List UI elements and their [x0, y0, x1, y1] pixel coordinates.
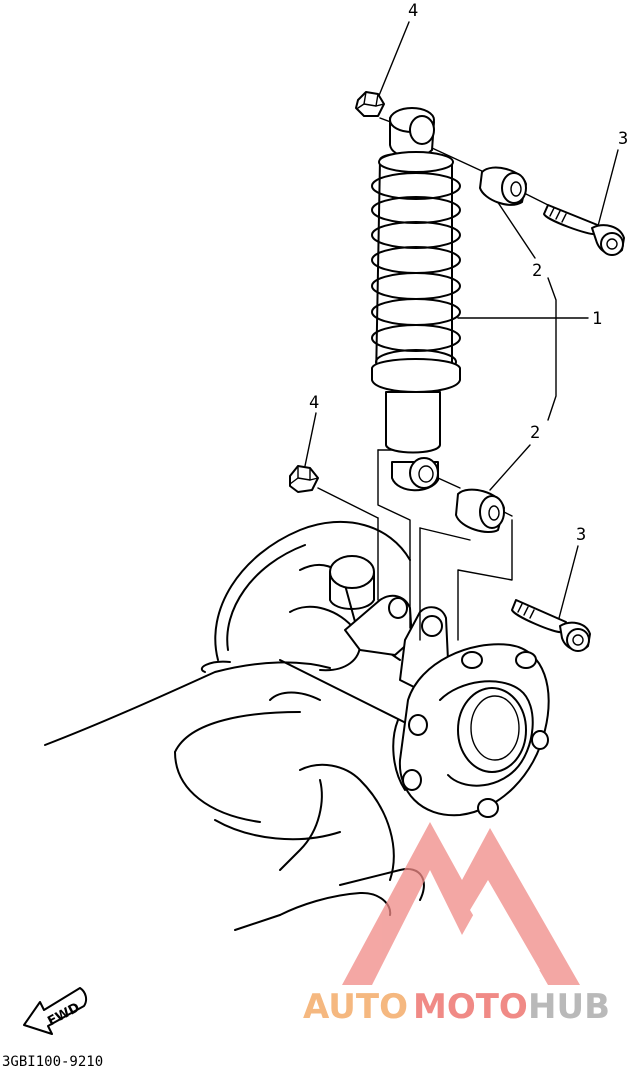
axle-housing [44, 521, 425, 931]
bolt-upper [543, 204, 625, 256]
nut-lower [289, 465, 319, 493]
mount-cylinder [329, 555, 375, 589]
bushing-upper [479, 166, 527, 206]
nut-upper [355, 91, 385, 117]
watermark-text-hub: HUB [528, 987, 610, 1027]
wheel-hub [392, 643, 550, 818]
callout-labels: 4 3 2 1 4 2 3 [309, 1, 628, 545]
watermark-text-auto: AUTO [303, 987, 408, 1027]
watermark-text-moto: MOTO [413, 987, 528, 1027]
callout-3-mid: 3 [576, 525, 586, 545]
fwd-arrow-icon: FWD [23, 987, 88, 1035]
callout-3-top: 3 [618, 129, 628, 149]
callout-2-mid: 2 [530, 423, 540, 443]
leader-lines [304, 21, 619, 641]
callout-4-top: 4 [408, 1, 418, 21]
bushing-lower [455, 488, 505, 534]
spring-coils [371, 172, 461, 375]
callout-2-top: 2 [532, 261, 542, 281]
shock-absorber [371, 107, 461, 492]
diagram-code: 3GBI100-9210 [2, 1054, 103, 1070]
callout-1: 1 [592, 309, 602, 329]
automotohub-watermark: AUTO MOTO HUB [303, 822, 610, 1027]
bolt-lower [511, 599, 591, 652]
lower-bracket [344, 594, 449, 691]
watermark-triangle-logo [342, 822, 580, 985]
callout-4-mid: 4 [309, 393, 319, 413]
